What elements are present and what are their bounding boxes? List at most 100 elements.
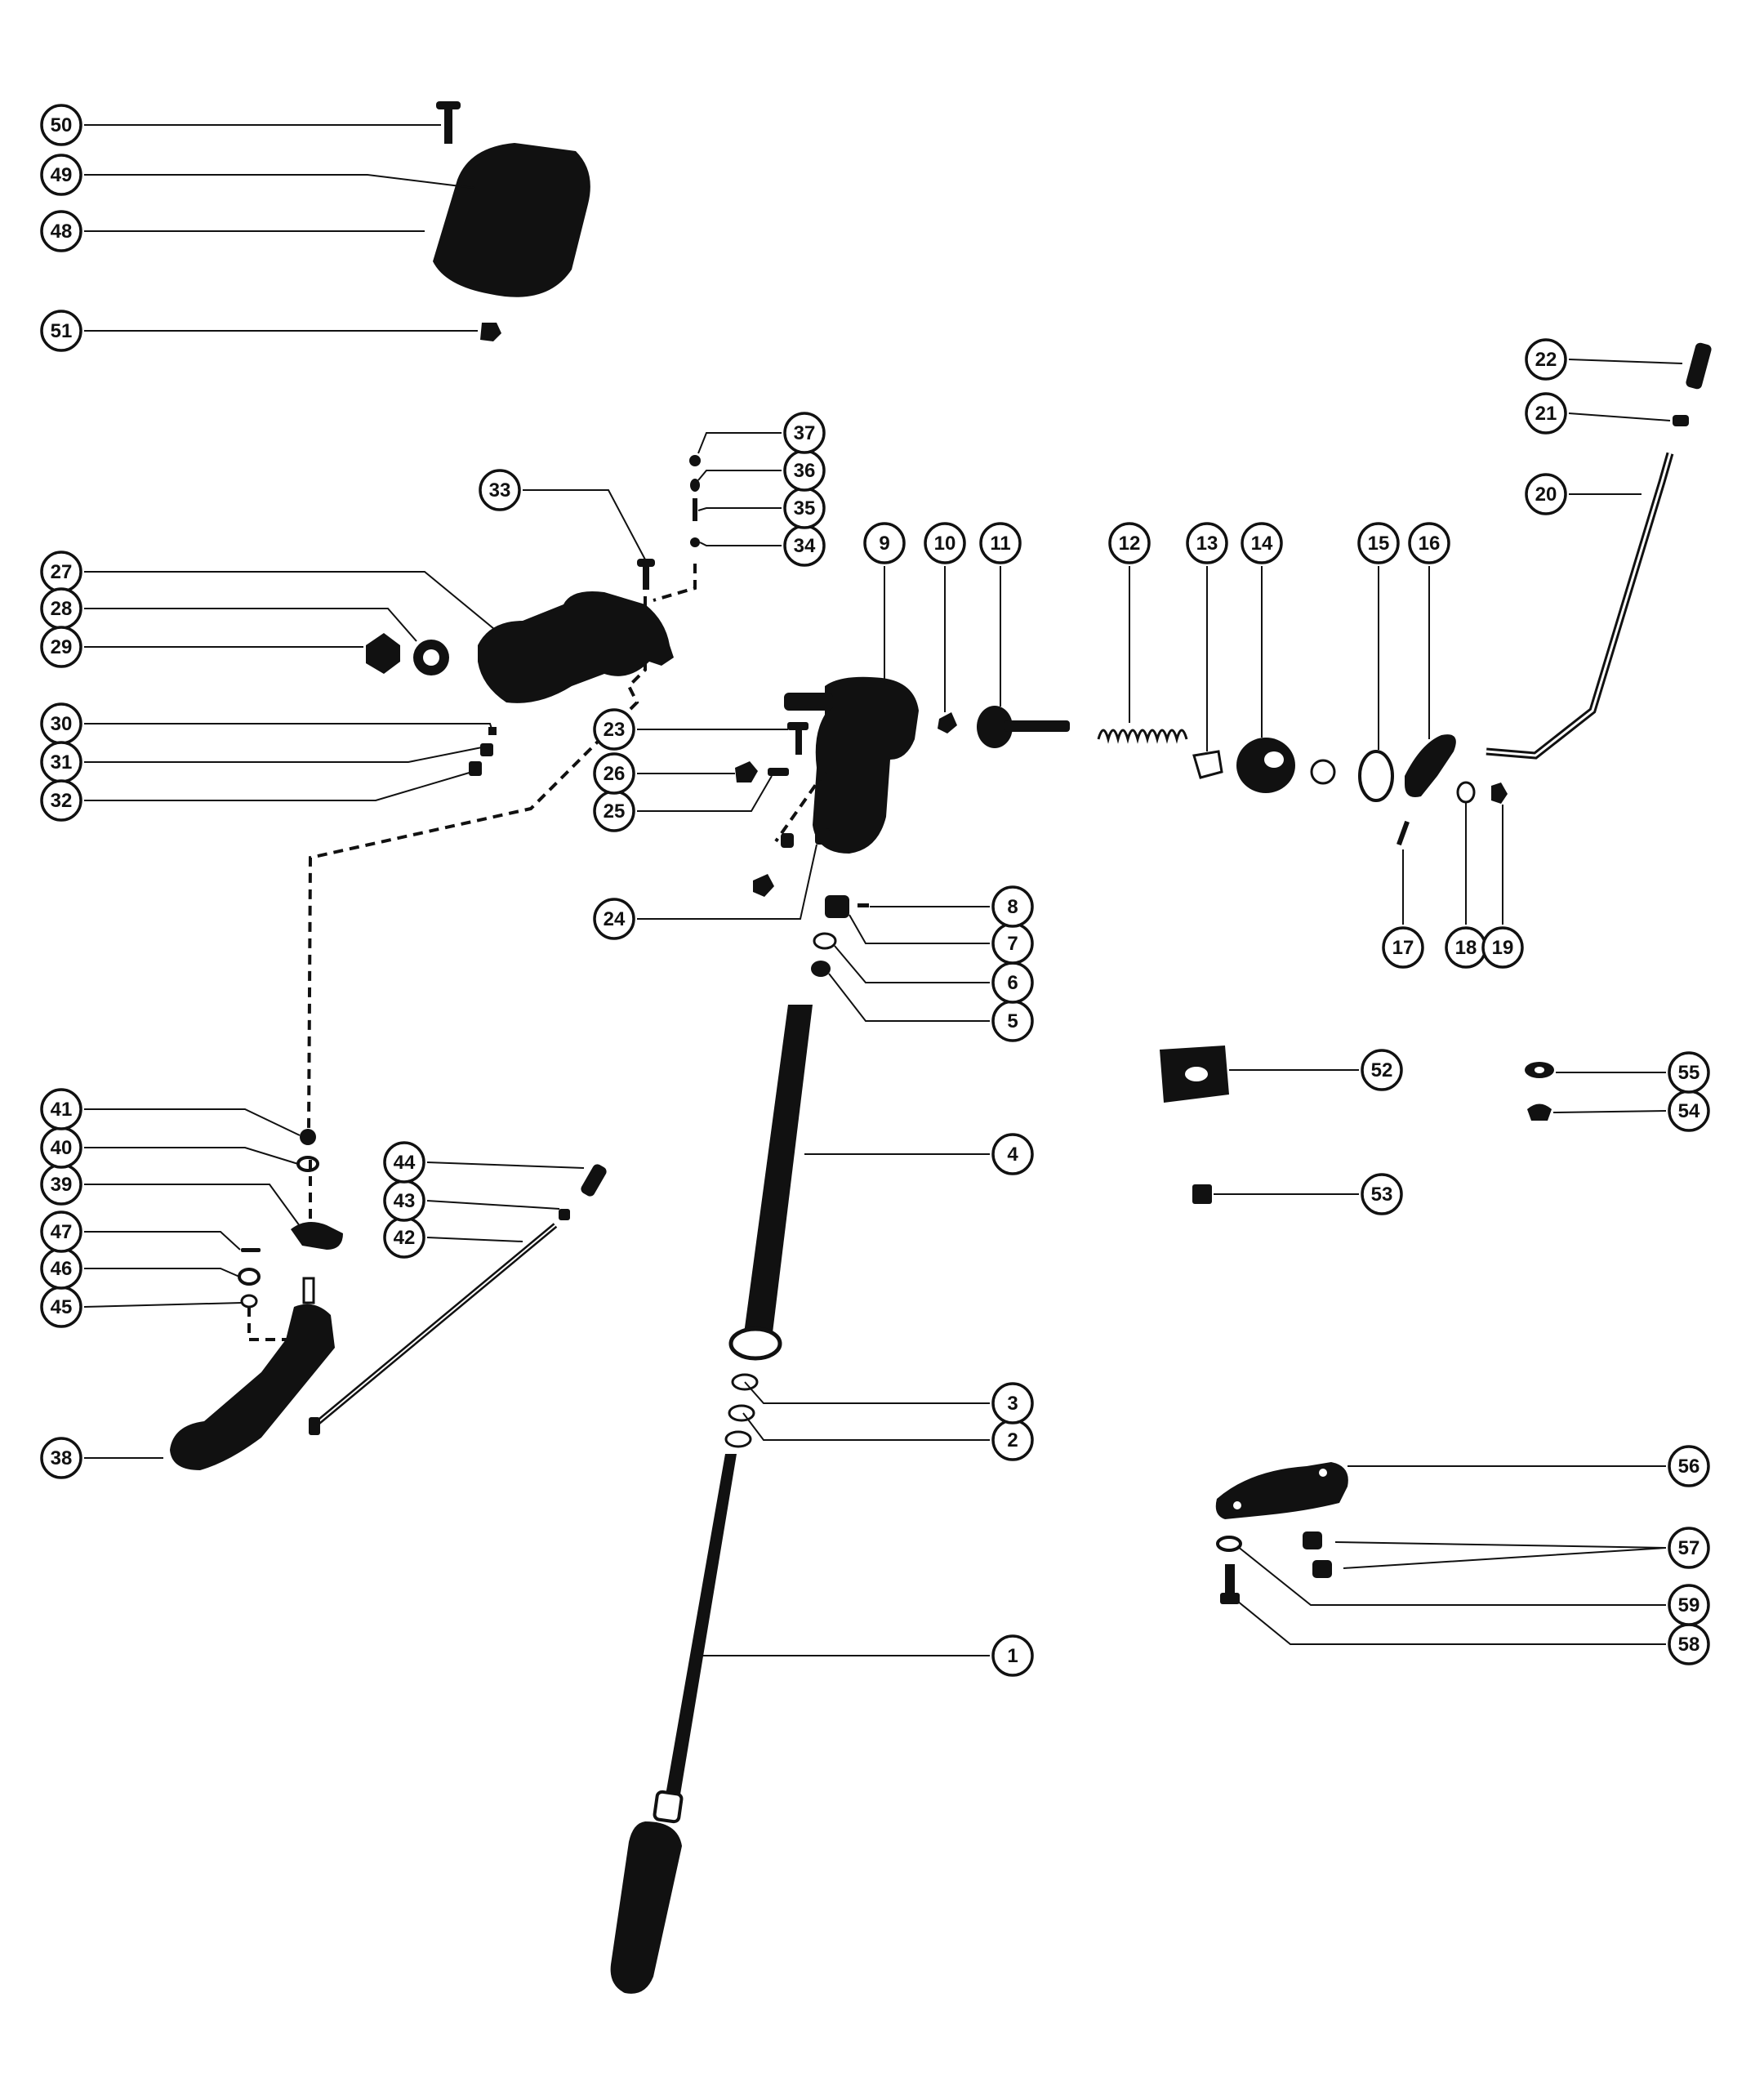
callout-22: 22 [1525,338,1567,381]
callout-circle [40,210,82,252]
callout-40: 40 [40,1126,82,1169]
leader-line-35 [697,507,782,511]
linkage-dash-1 [307,596,647,1132]
cover-assembly [433,101,590,341]
leader-line-7 [849,914,990,944]
handle-housing [735,676,919,897]
callout-number: 22 [1535,349,1557,371]
callout-58: 58 [1668,1623,1710,1665]
callout-circle [40,104,82,146]
leader-line-30 [84,723,492,729]
callout-circle [1357,522,1400,564]
callout-number: 41 [51,1099,73,1121]
callout-30: 30 [40,702,82,745]
mounting-parts [1160,1046,1554,1604]
callout-number: 43 [394,1190,416,1212]
callout-8: 8 [991,885,1034,928]
callout-number: 35 [794,497,816,519]
shaft-assembly [938,342,1712,846]
callout-number: 7 [1007,933,1018,955]
leader-line-28 [84,608,417,642]
callout-50: 50 [40,104,82,146]
leader-line-22 [1568,359,1683,364]
callout-circle [1408,522,1450,564]
callout-circle [1668,1051,1710,1094]
callout-number: 33 [489,479,511,502]
callout-number: 50 [51,114,73,136]
callout-number: 21 [1535,403,1557,425]
callout-circle [991,1133,1034,1175]
cover-body [433,143,590,297]
callout-44: 44 [383,1141,425,1184]
callout-41: 41 [40,1088,82,1130]
callout-43: 43 [383,1179,425,1222]
callout-circle [1481,926,1524,969]
callout-46: 46 [40,1247,82,1290]
leader-line-44 [426,1161,585,1169]
callout-number: 20 [1535,484,1557,506]
callout-number: 5 [1007,1010,1018,1032]
callout-circle [479,469,521,511]
callout-47: 47 [40,1210,82,1253]
callout-circle [1525,392,1567,435]
leader-line-41 [84,1108,301,1136]
callout-circle [40,626,82,668]
linkage-dash-3 [247,1307,306,1341]
callout-circle [40,154,82,196]
callout-number: 53 [1371,1184,1393,1206]
callout-number: 42 [394,1227,416,1249]
callout-34: 34 [783,524,826,567]
callout-number: 3 [1007,1393,1018,1415]
callout-number: 29 [51,636,73,658]
callout-5: 5 [991,1000,1034,1042]
callout-59: 59 [1668,1584,1710,1626]
callout-7: 7 [991,922,1034,965]
leader-line-54 [1552,1110,1667,1113]
callout-circle [40,1437,82,1479]
leader-line-58 [1236,1600,1666,1645]
callout-number: 18 [1455,937,1477,959]
callout-55: 55 [1668,1051,1710,1094]
callout-circle [1108,522,1151,564]
callout-45: 45 [40,1286,82,1328]
callout-number: 8 [1007,896,1018,918]
callout-number: 37 [794,422,816,444]
callout-16: 16 [1408,522,1450,564]
callout-number: 4 [1007,1144,1018,1166]
leader-line-2 [742,1412,990,1441]
callout-circle [1668,1445,1710,1487]
hex-nut [366,633,400,674]
callout-13: 13 [1186,522,1228,564]
leader-line-37 [697,432,782,454]
callout-24: 24 [593,898,635,940]
callout-circle [593,708,635,751]
callout-number: 57 [1678,1537,1700,1559]
callout-circle [40,1088,82,1130]
callout-56: 56 [1668,1445,1710,1487]
callout-38: 38 [40,1437,82,1479]
callout-number: 26 [604,763,626,785]
callout-number: 47 [51,1221,73,1243]
callout-26: 26 [593,752,635,795]
callout-circle [40,310,82,352]
leader-line-21 [1568,412,1671,421]
parts [170,101,1712,1994]
leader-line-6 [834,945,990,983]
leader-line-34 [699,542,782,546]
callout-number: 54 [1678,1100,1700,1122]
leader-line-59 [1236,1545,1666,1606]
callout-circle [991,1382,1034,1424]
callout-number: 51 [51,320,73,342]
callout-number: 59 [1678,1594,1700,1616]
leader-line-36 [697,470,782,481]
callout-number: 56 [1678,1456,1700,1478]
callout-number: 30 [51,713,73,735]
callout-35: 35 [783,487,826,529]
callout-15: 15 [1357,522,1400,564]
callout-number: 48 [51,221,73,243]
callout-52: 52 [1361,1049,1403,1091]
callout-number: 27 [51,561,73,583]
callout-circle [863,522,906,564]
callout-29: 29 [40,626,82,668]
